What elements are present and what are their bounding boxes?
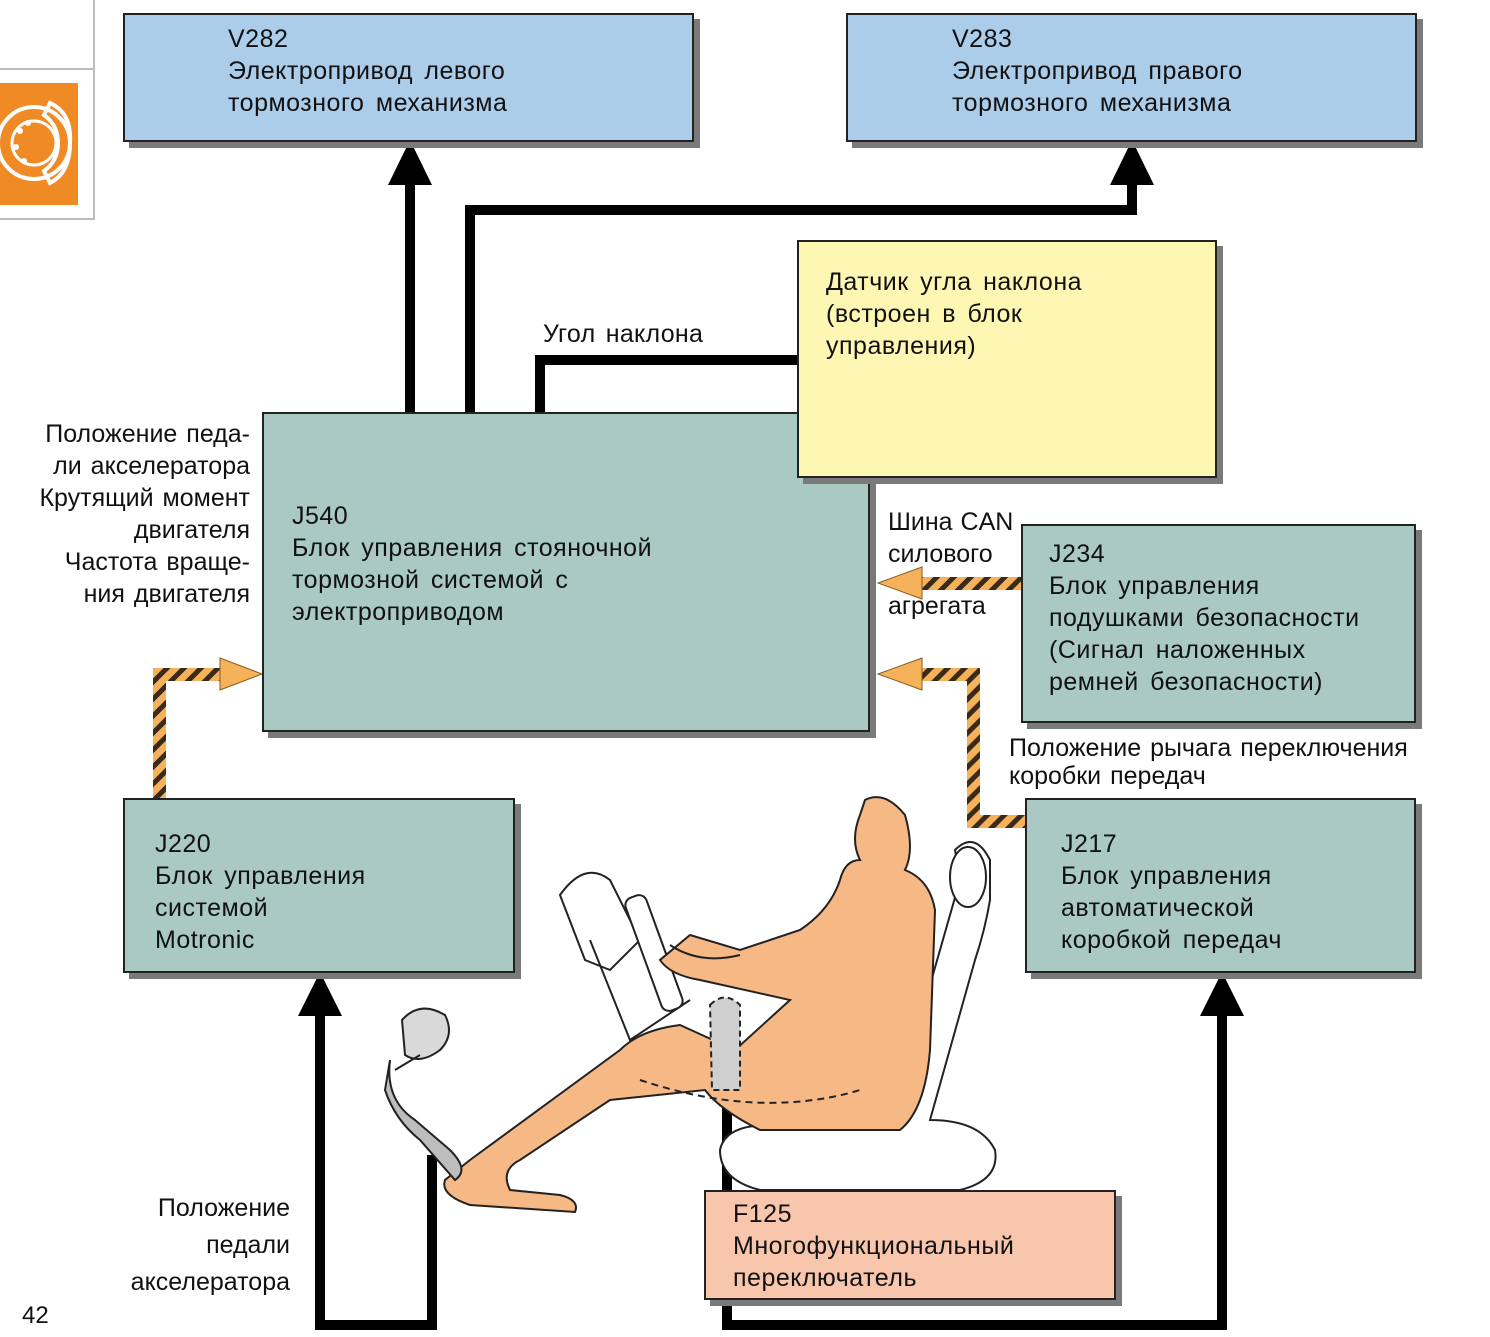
v282-line-2: тормозного механизма [228,89,508,117]
pedal-position-label: Положение педали акселератора [100,1190,290,1301]
j220-line-2: системой [155,894,269,922]
j217-line-1: Блок управления [1061,862,1272,890]
j234-line-3: (Сигнал наложенных [1049,636,1306,664]
v283-line-1: Электропривод правого [952,57,1243,85]
j217-line-2: автоматической [1061,894,1255,922]
left-input-line-2: ли акселератора [53,452,250,480]
pedal-line-1: Положение [157,1194,290,1222]
left-input-line-1: Положение педа- [45,420,250,448]
j234-line-2: подушками безопасности [1049,604,1360,632]
f125-line-1: Многофункциональный [733,1232,1015,1260]
j234-line-1: Блок управления [1049,572,1260,600]
left-input-line-4: двигателя [133,516,250,544]
j540-box: J540 Блок управления стояночной тормозно… [262,412,870,732]
arrow-to-v283 [1110,140,1154,185]
j220-bus-vertical [153,668,166,800]
arrow-to-j220 [298,972,342,1016]
v283-line-2: тормозного механизма [952,89,1232,117]
wire-f125-j217 [722,1010,1227,1330]
sensor-line-1: Датчик угла наклона [826,268,1083,296]
driver-illustration [383,796,997,1214]
can-bus-line-3: агрегата [888,592,986,620]
wire-pedal-j220 [315,1010,437,1330]
pedal-line-2: педали [206,1231,290,1259]
tilt-sensor-box: Датчик угла наклона (встроен в блок упра… [797,240,1217,478]
gear-lever-label: Положение рычага переключения коробки пе… [1009,734,1408,790]
f125-box: F125 Многофункциональный переключатель [704,1190,1116,1300]
j217-line-3: коробкой передач [1061,926,1282,954]
arrow-to-v282 [388,140,432,185]
arrow-j217-to-j540 [876,657,923,691]
sensor-line-3: управления) [826,332,977,360]
j234-line-4: ремней безопасности) [1049,668,1323,696]
f125-code: F125 [733,1200,792,1228]
v282-line-1: Электропривод левого [228,57,506,85]
v282-code: V282 [228,25,289,53]
left-input-line-5: Частота враще- [64,548,250,576]
f125-line-2: переключатель [733,1264,917,1292]
wire-j540-v283 [465,178,1137,412]
j220-code: J220 [155,830,212,858]
brake-caliper-icon [0,83,78,205]
arrow-can-to-j540 [876,566,923,600]
j540-line-3: электроприводом [292,598,505,626]
j540-line-1: Блок управления стояночной [292,534,653,562]
page-number: 42 [22,1302,49,1329]
section-tab [0,0,95,220]
pedal-line-3: акселератора [130,1268,290,1296]
can-bus-line-2: силового [888,540,993,568]
j234-code: J234 [1049,540,1106,568]
arrow-to-j217 [1200,972,1244,1016]
j220-bus-horizontal [153,668,223,681]
j220-box: J220 Блок управления системой Motronic [123,798,515,973]
j540-line-2: тормозной системой с [292,566,569,594]
v282-box: V282 Электропривод левого тормозного мех… [123,13,694,142]
j540-code: J540 [292,502,349,530]
arrow-j220-to-j540 [219,657,264,691]
j234-box: J234 Блок управления подушками безопасно… [1021,524,1416,723]
j217-box: J217 Блок управления автоматической коро… [1025,798,1416,973]
can-bus-line-1: Шина CAN [888,508,1014,536]
v283-box: V283 Электропривод правого тормозного ме… [846,13,1417,142]
left-input-line-6: ния двигателя [83,580,250,608]
sensor-line-2: (встроен в блок [826,300,1023,328]
j217-bus-vertical [967,668,980,824]
can-bus-label: Шина CAN силового агрегата [888,506,1013,622]
j220-line-3: Motronic [155,926,255,954]
j220-line-1: Блок управления [155,862,366,890]
gear-lever-line-1: Положение рычага переключения [1009,734,1408,762]
left-inputs-label: Положение педа- ли акселератора Крутящий… [0,418,250,610]
tilt-angle-label: Угол наклона [543,320,704,348]
j217-code: J217 [1061,830,1118,858]
gear-lever-line-2: коробки передач [1009,762,1206,790]
v283-code: V283 [952,25,1013,53]
can-bus-line [920,577,1024,590]
left-input-line-3: Крутящий момент [39,484,250,512]
tab-divider [0,68,95,70]
j217-bus-stub [967,815,1025,828]
j217-bus-horizontal [920,668,980,681]
